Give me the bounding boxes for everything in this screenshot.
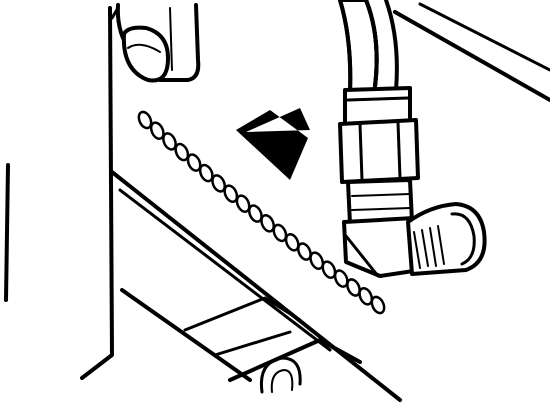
bracket-top — [183, 296, 302, 332]
drip-drop — [272, 223, 288, 243]
drip-drop — [321, 260, 337, 279]
drip-trail — [137, 110, 386, 315]
bolt-head-icon — [115, 3, 201, 83]
drip-drop — [174, 142, 190, 162]
left-edge-line — [4, 163, 10, 302]
drip-drop — [346, 278, 361, 297]
ledge-lower-line — [118, 188, 332, 352]
drip-drop — [162, 132, 177, 151]
drip-drop — [309, 251, 325, 270]
hose-icon — [338, 0, 399, 96]
drip-drop — [297, 242, 312, 261]
drip-drop — [186, 153, 202, 172]
clip-icon — [259, 356, 302, 394]
drip-drop — [149, 121, 165, 140]
drip-drop — [370, 295, 386, 315]
bracket-bottom — [213, 330, 292, 357]
floor-line — [228, 338, 362, 382]
drip-drop — [198, 163, 214, 183]
arrow-down-left-icon — [236, 108, 310, 180]
right-edge-line-1 — [393, 10, 550, 102]
drip-drop — [235, 194, 251, 213]
drip-drop — [211, 174, 226, 193]
ledge-front-line — [120, 288, 252, 382]
drip-drop — [248, 204, 263, 223]
drip-drop — [260, 214, 275, 233]
right-edge-line-2 — [418, 2, 550, 72]
drip-drop — [333, 269, 349, 288]
ledge-top-line — [110, 170, 402, 402]
elbow-fitting-icon — [338, 86, 487, 278]
housing-panel-outline — [80, 6, 114, 380]
drip-drop — [358, 287, 374, 306]
drip-drop — [223, 184, 239, 203]
drip-drop — [284, 233, 300, 252]
drip-drop — [137, 110, 153, 130]
